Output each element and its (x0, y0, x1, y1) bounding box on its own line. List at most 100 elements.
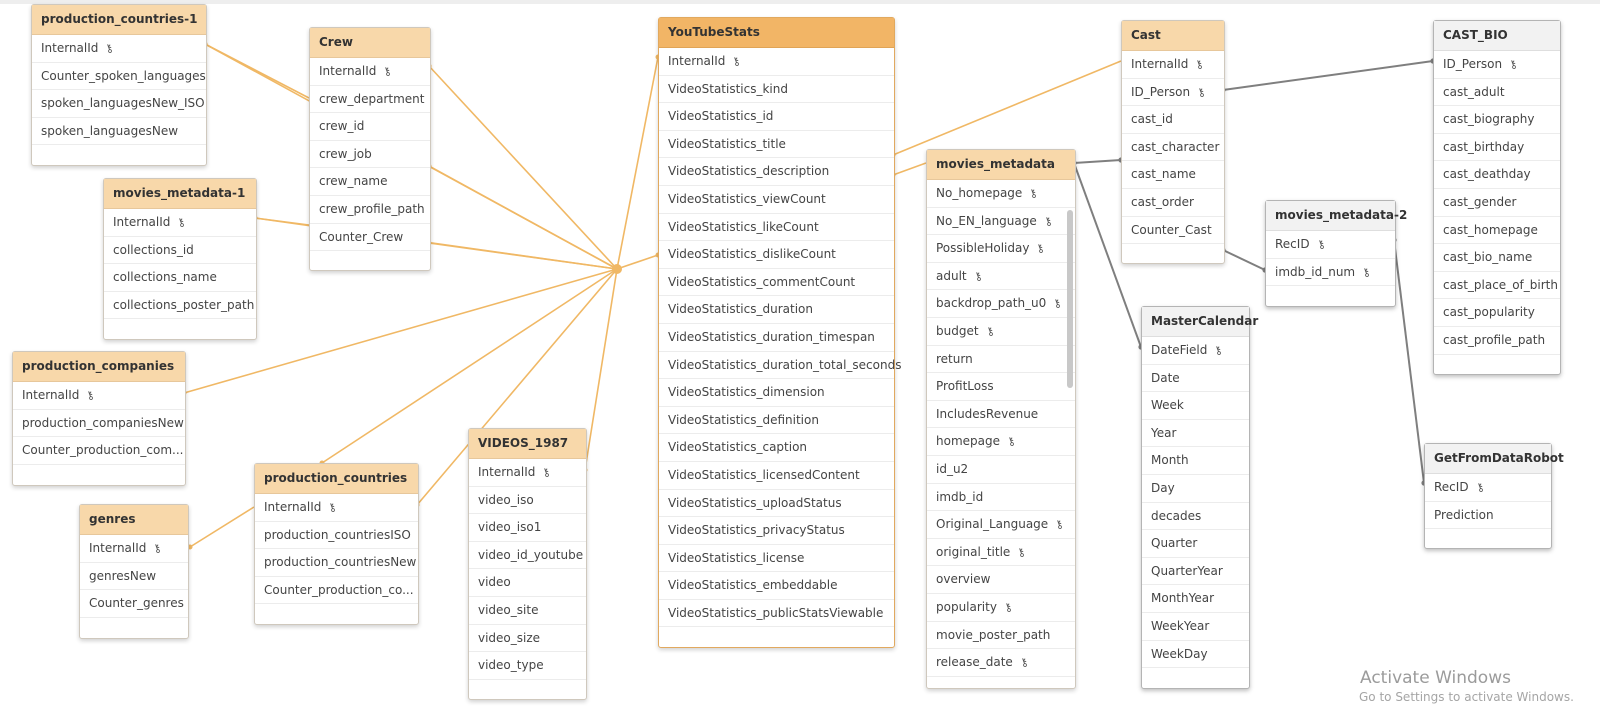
field-row[interactable]: popularity⚷ (927, 594, 1075, 622)
table-header[interactable]: CAST_BIO (1434, 21, 1560, 51)
field-row[interactable]: WeekDay (1142, 641, 1249, 669)
field-row[interactable]: VideoStatistics_id (659, 103, 894, 131)
field-row[interactable]: WeekYear (1142, 613, 1249, 641)
field-row[interactable]: VideoStatistics_duration_total_seconds (659, 352, 901, 380)
field-row[interactable]: ID_Person⚷ (1122, 79, 1224, 107)
field-row[interactable]: VideoStatistics_commentCount (659, 269, 894, 297)
field-row[interactable]: Month (1142, 447, 1249, 475)
field-row[interactable]: VideoStatistics_dimension (659, 379, 894, 407)
field-row[interactable]: Week (1142, 392, 1249, 420)
field-row[interactable]: MonthYear (1142, 585, 1249, 613)
field-row[interactable]: InternalId⚷ (310, 58, 430, 86)
field-row[interactable]: VideoStatistics_viewCount (659, 186, 894, 214)
field-row[interactable]: VideoStatistics_licensedContent (659, 462, 894, 490)
field-row[interactable]: crew_name (310, 168, 430, 196)
field-row[interactable]: cast_gender (1434, 189, 1560, 217)
field-row[interactable]: cast_character (1122, 134, 1224, 162)
field-row[interactable]: InternalId⚷ (469, 459, 586, 487)
table-scrollbar[interactable] (1067, 210, 1073, 388)
field-row[interactable]: InternalId⚷ (80, 535, 188, 563)
field-row[interactable]: cast_name (1122, 161, 1224, 189)
field-row[interactable]: VideoStatistics_description (659, 158, 894, 186)
field-row[interactable]: VideoStatistics_duration (659, 296, 894, 324)
field-row[interactable]: adult⚷ (927, 263, 1075, 291)
field-row[interactable]: QuarterYear (1142, 558, 1249, 586)
table-header[interactable]: movies_metadata-1 (104, 179, 256, 209)
field-row[interactable]: Prediction (1425, 502, 1551, 530)
table-header[interactable]: GetFromDataRobot (1425, 444, 1564, 474)
field-row[interactable]: spoken_languagesNew (32, 118, 206, 146)
field-row[interactable]: imdb_id (927, 484, 1075, 512)
table-header[interactable]: Crew (310, 28, 430, 58)
field-row[interactable]: IncludesRevenue (927, 401, 1075, 429)
field-row[interactable]: Counter_genres (80, 590, 188, 618)
table-header[interactable]: genres (80, 505, 188, 535)
field-row[interactable]: InternalId⚷ (32, 35, 206, 63)
field-row[interactable]: cast_popularity (1434, 299, 1560, 327)
field-row[interactable]: backdrop_path_u0⚷ (927, 290, 1075, 318)
field-row[interactable]: cast_order (1122, 189, 1224, 217)
table-header[interactable]: VIDEOS_1987 (469, 429, 586, 459)
field-row[interactable]: return (927, 346, 1075, 374)
field-row[interactable]: production_companiesNew (13, 410, 185, 438)
field-row[interactable]: InternalId⚷ (13, 382, 185, 410)
field-row[interactable]: VideoStatistics_title (659, 131, 894, 159)
field-row[interactable]: Counter_production_com... (13, 437, 185, 465)
field-row[interactable]: original_title⚷ (927, 539, 1075, 567)
table-header[interactable]: production_companies (13, 352, 185, 382)
field-row[interactable]: crew_department (310, 86, 430, 114)
field-row[interactable]: VideoStatistics_privacyStatus (659, 517, 894, 545)
field-row[interactable]: video_iso (469, 487, 586, 515)
field-row[interactable]: collections_id (104, 237, 256, 265)
field-row[interactable]: id_u2 (927, 456, 1075, 484)
field-row[interactable]: PossibleHoliday⚷ (927, 235, 1075, 263)
field-row[interactable]: production_countriesNew (255, 549, 418, 577)
field-row[interactable]: VideoStatistics_uploadStatus (659, 490, 894, 518)
field-row[interactable]: InternalId⚷ (255, 494, 418, 522)
field-row[interactable]: cast_bio_name (1434, 244, 1560, 272)
field-row[interactable]: crew_job (310, 141, 430, 169)
field-row[interactable]: DateField⚷ (1142, 337, 1249, 365)
table-header[interactable]: YouTubeStats (659, 18, 894, 48)
field-row[interactable]: Date (1142, 365, 1249, 393)
field-row[interactable]: cast_place_of_birth (1434, 272, 1560, 300)
field-row[interactable]: InternalId⚷ (104, 209, 256, 237)
field-row[interactable]: overview (927, 566, 1075, 594)
field-row[interactable]: VideoStatistics_duration_timespan (659, 324, 894, 352)
field-row[interactable]: video_id_youtube (469, 542, 586, 570)
field-row[interactable]: production_countriesISO (255, 522, 418, 550)
field-row[interactable]: InternalId⚷ (1122, 51, 1224, 79)
field-row[interactable]: collections_name (104, 264, 256, 292)
field-row[interactable]: Day (1142, 475, 1249, 503)
field-row[interactable]: Original_Language⚷ (927, 511, 1075, 539)
field-row[interactable]: cast_birthday (1434, 134, 1560, 162)
field-row[interactable]: Quarter (1142, 530, 1249, 558)
field-row[interactable]: cast_id (1122, 106, 1224, 134)
field-row[interactable]: InternalId⚷ (659, 48, 894, 76)
field-row[interactable]: RecID⚷ (1425, 474, 1551, 502)
table-header[interactable]: production_countries-1 (32, 5, 206, 35)
field-row[interactable]: collections_poster_path (104, 292, 256, 320)
field-row[interactable]: video_iso1 (469, 514, 586, 542)
field-row[interactable]: RecID⚷ (1266, 231, 1395, 259)
table-header[interactable]: Cast (1122, 21, 1224, 51)
field-row[interactable]: budget⚷ (927, 318, 1075, 346)
field-row[interactable]: Counter_Crew (310, 224, 430, 252)
field-row[interactable]: spoken_languagesNew_ISO (32, 90, 206, 118)
field-row[interactable]: cast_adult (1434, 79, 1560, 107)
field-row[interactable]: VideoStatistics_license (659, 545, 894, 573)
field-row[interactable]: Year (1142, 420, 1249, 448)
